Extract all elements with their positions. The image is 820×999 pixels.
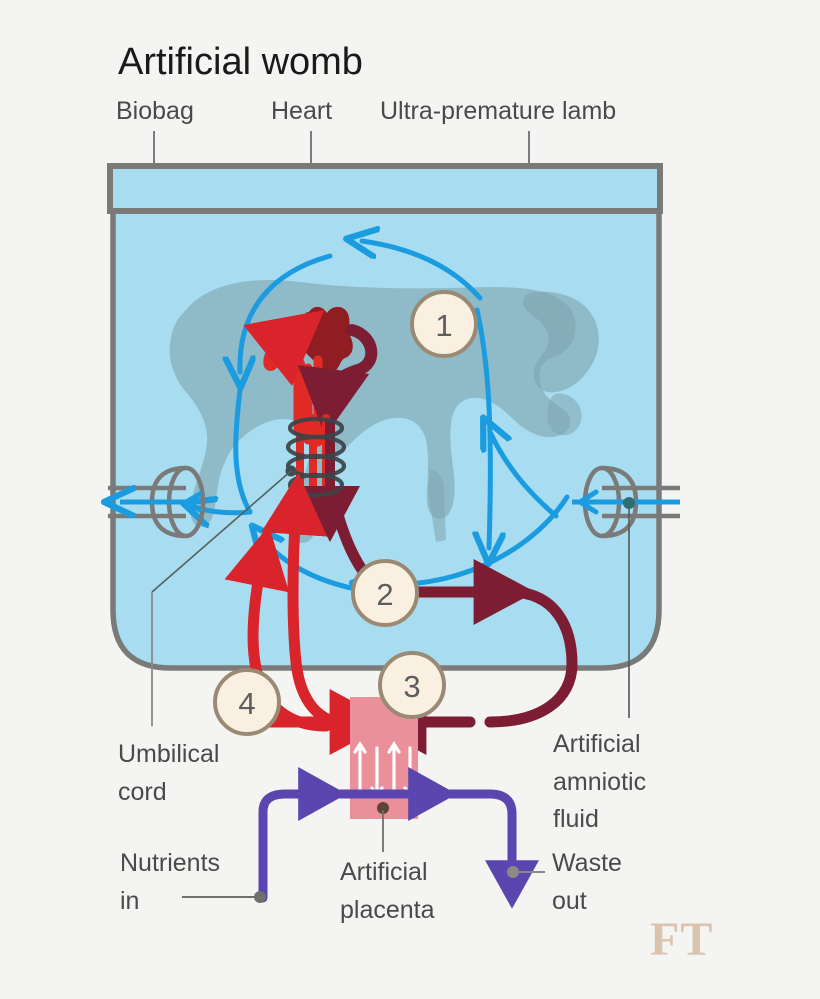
artery-loop-left [243, 309, 325, 437]
leader-dot-placenta [377, 802, 389, 814]
umbilical-veins-heart [297, 324, 378, 437]
ft-logo: FT [650, 913, 713, 966]
step-badge-4[interactable]: 4 [213, 668, 281, 736]
label-nutrients-line1: Nutrients [120, 849, 220, 877]
amniotic-arc-right-down [477, 307, 490, 548]
leader-dot-amniotic [623, 497, 635, 509]
label-amniotic-line2: amniotic [553, 768, 646, 796]
page-title: Artificial womb [118, 41, 363, 83]
label-umbilical-cord-line1: Umbilical [118, 740, 219, 768]
label-nutrients-line2: in [120, 887, 139, 915]
lamb-ear [547, 393, 582, 436]
leader-dot-waste [507, 866, 519, 878]
label-amniotic-line1: Artificial [553, 730, 641, 758]
artery-return-inner [261, 472, 356, 730]
label-heart: Heart [271, 97, 332, 125]
vein-down-right [484, 586, 578, 728]
amniotic-arc-right-up [490, 432, 559, 519]
lamb-head [523, 291, 599, 393]
step-badge-2[interactable]: 2 [351, 559, 419, 627]
label-umbilical-cord-line2: cord [118, 778, 167, 806]
label-ultra-premature-lamb: Ultra-premature lamb [380, 97, 616, 125]
amniotic-arc-top-right [362, 241, 483, 301]
lamb-front-leg [428, 470, 446, 542]
step-badge-1-number: 1 [435, 308, 452, 343]
step-badge-3[interactable]: 3 [378, 651, 446, 719]
step-badge-3-number: 3 [403, 669, 420, 704]
label-placenta-line1: Artificial [340, 858, 428, 886]
waste-outlet [443, 789, 539, 909]
port-inflow-right [572, 465, 680, 539]
label-placenta-line2: placenta [340, 896, 435, 924]
step-badge-2-number: 2 [376, 577, 393, 612]
leader-dot-nutrients [254, 891, 266, 903]
label-amniotic-line3: fluid [553, 805, 599, 833]
nutrients-inlet [258, 767, 347, 903]
biobag-lid [107, 163, 663, 214]
amniotic-arc-top-left [240, 253, 333, 372]
nutrient-waste-line [258, 767, 539, 909]
port-outflow-left [108, 465, 206, 539]
step-badge-4-number: 4 [238, 686, 255, 721]
amniotic-arc-left-down [233, 387, 253, 515]
vein-loop-right [297, 324, 378, 437]
label-waste-line1: Waste [552, 849, 622, 877]
step-badge-1[interactable]: 1 [410, 290, 478, 358]
label-waste-line2: out [552, 887, 587, 915]
label-biobag: Biobag [116, 97, 194, 125]
